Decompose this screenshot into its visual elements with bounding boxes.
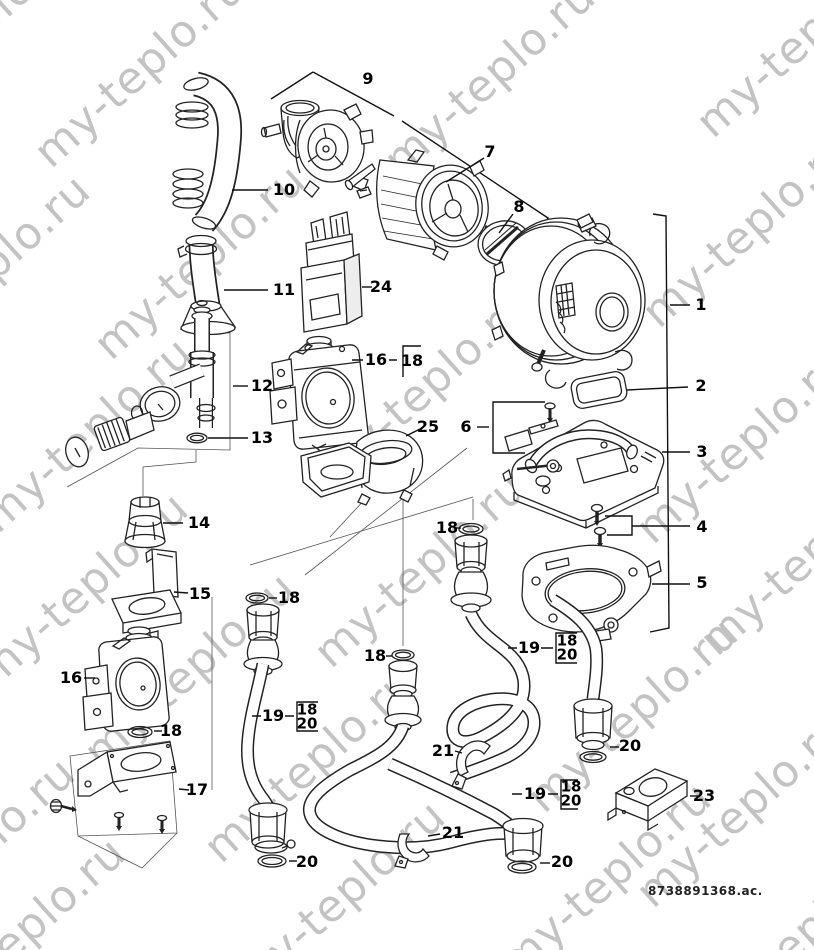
part-19-pipes-group bbox=[241, 522, 604, 855]
part-17-bracket-group bbox=[49, 741, 177, 834]
callout-23: 23 bbox=[692, 786, 716, 805]
callout-11: 11 bbox=[272, 280, 296, 299]
callout-19: 19 bbox=[517, 638, 541, 657]
part-12-valve-gauge-assembly bbox=[65, 299, 216, 468]
part-16-gas-valve-upper bbox=[269, 335, 369, 453]
callout-9: 9 bbox=[362, 69, 374, 88]
part-number-code: 8738891368.ac. bbox=[648, 884, 763, 898]
callout-1: 1 bbox=[695, 295, 707, 314]
callout-12: 12 bbox=[250, 376, 274, 395]
part-6-small-parts bbox=[504, 402, 559, 452]
callout-pair-18: 18 bbox=[556, 631, 578, 650]
part-20-unions-orings bbox=[248, 698, 613, 874]
part-21-pipe-clips bbox=[394, 740, 491, 869]
callout-18: 18 bbox=[363, 646, 387, 665]
callout-14: 14 bbox=[187, 513, 211, 532]
part-14-collet-nut bbox=[124, 496, 166, 549]
callout-20: 20 bbox=[618, 736, 642, 755]
callout-21: 21 bbox=[431, 741, 455, 760]
callout-pair-18: 18 bbox=[296, 700, 318, 719]
part-10-curved-pipe bbox=[172, 71, 243, 232]
callout-20: 20 bbox=[550, 852, 574, 871]
callout-8: 8 bbox=[513, 197, 525, 216]
callout-21: 21 bbox=[441, 823, 465, 842]
callout-pair-20: 20 bbox=[560, 791, 582, 810]
callout-19: 19 bbox=[261, 706, 285, 725]
part-3-mounting-plate bbox=[502, 419, 665, 529]
part-16-gas-valve-lower bbox=[82, 626, 170, 739]
callout-4: 4 bbox=[696, 517, 708, 536]
callout-7: 7 bbox=[484, 142, 496, 161]
part-5-lower-plate bbox=[521, 544, 662, 642]
callout-5: 5 bbox=[696, 573, 708, 592]
callout-pair-20: 20 bbox=[296, 714, 318, 733]
part-25-tray-housing bbox=[300, 429, 424, 506]
callout-18: 18 bbox=[277, 588, 301, 607]
callout-19: 19 bbox=[523, 784, 547, 803]
callout-20: 20 bbox=[295, 852, 319, 871]
part-9-pump-head-group bbox=[260, 99, 376, 199]
callout-17: 17 bbox=[185, 780, 209, 799]
callout-3: 3 bbox=[696, 442, 708, 461]
callout-16: 16 bbox=[364, 350, 388, 369]
part-13-o-ring bbox=[186, 432, 208, 444]
part-23-bracket bbox=[607, 768, 689, 832]
callout-24: 24 bbox=[369, 277, 393, 296]
part-24-connector-block bbox=[300, 211, 363, 333]
callout-10: 10 bbox=[272, 180, 296, 199]
callout-25: 25 bbox=[416, 417, 440, 436]
part-15-bracket bbox=[111, 548, 182, 643]
callout-leader-lines bbox=[84, 157, 698, 864]
callout-18: 18 bbox=[400, 351, 424, 370]
callout-18: 18 bbox=[435, 518, 459, 537]
callout-13: 13 bbox=[250, 428, 274, 447]
part-2-gasket bbox=[570, 371, 628, 409]
callout-18: 18 bbox=[159, 721, 183, 740]
callout-pair-20: 20 bbox=[556, 645, 578, 664]
part-4-screws bbox=[590, 503, 607, 548]
callout-16: 16 bbox=[59, 668, 83, 687]
callout-2: 2 bbox=[695, 376, 707, 395]
callout-6: 6 bbox=[460, 417, 472, 436]
callout-15: 15 bbox=[188, 584, 212, 603]
part-1-chamber-unit bbox=[491, 213, 646, 389]
callout-pair-18: 18 bbox=[560, 777, 582, 796]
